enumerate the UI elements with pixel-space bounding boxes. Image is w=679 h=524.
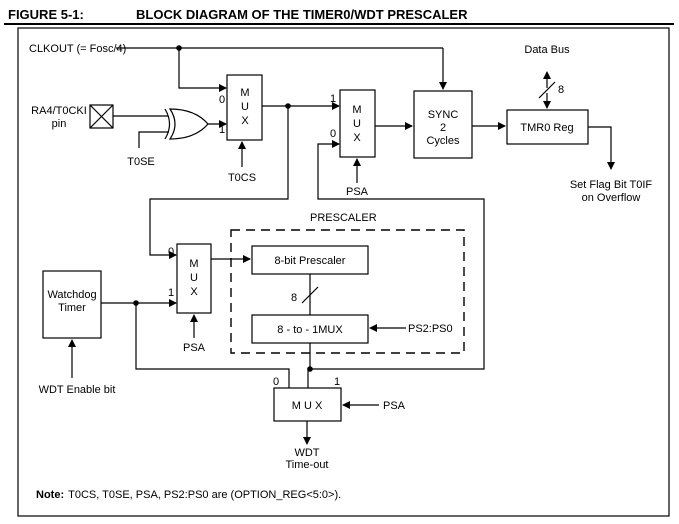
xor-gate [168, 108, 209, 140]
tmr0-label: TMR0 Reg [520, 122, 573, 134]
sync-label-line3: Cycles [426, 135, 460, 147]
wdt-timeout-label-line2: Time-out [286, 459, 329, 471]
mux2-letter-m: M [352, 104, 361, 116]
clkout-label: CLKOUT (= Fosc/4) [29, 43, 126, 55]
note-label: Note: [36, 489, 64, 501]
set-flag-label-line2: on Overflow [582, 192, 641, 204]
watchdog-label-line2: Timer [58, 302, 86, 314]
prescaler-8bit-block [251, 245, 369, 275]
data-bus-width-label: 8 [558, 84, 564, 96]
note-text: Note: T0CS, T0SE, PSA, PS2:PS0 are (OPTIO… [36, 489, 341, 501]
sync-block [413, 90, 473, 159]
mux2-input0-label: 0 [330, 128, 336, 140]
sync-label-line1: SYNC [428, 109, 459, 121]
watchdog-timer-block [42, 270, 102, 339]
mux4-input0-label: 0 [273, 376, 279, 388]
mux2-block [339, 89, 376, 158]
mux3-input0-label: 0 [168, 246, 174, 258]
mux4-label: M U X [292, 400, 323, 412]
psa-bottom-label: PSA [383, 400, 406, 412]
note-body: T0CS, T0SE, PSA, PS2:PS0 are (OPTION_REG… [68, 489, 341, 501]
watchdog-label-line1: Watchdog [47, 289, 96, 301]
t0cs-label: T0CS [228, 172, 256, 184]
mux3-letter-m: M [189, 258, 198, 270]
mux1-letter-x: X [241, 115, 249, 127]
mux2-input1-label: 1 [330, 93, 336, 105]
mux1-to-mux3-wire [149, 106, 289, 259]
mux1-input1-label: 1 [219, 124, 225, 136]
tmr0-overflow-wire [588, 126, 615, 170]
sync-label-line2: 2 [440, 122, 446, 134]
mux2-letter-u: U [353, 118, 361, 130]
pin-x-stroke-2 [89, 104, 114, 129]
psa-top-label: PSA [346, 186, 369, 198]
xor-back-curve [164, 108, 171, 140]
wdt-enable-label: WDT Enable bit [39, 384, 116, 396]
t0se-wire [138, 131, 169, 148]
prescaler-region [230, 229, 465, 354]
pin-label-line1: RA4/T0CKI [31, 105, 87, 117]
t0se-label: T0SE [127, 156, 155, 168]
mux1-input0-label: 0 [219, 94, 225, 106]
mux1-letter-u: U [241, 101, 249, 113]
mux3-block [176, 243, 212, 314]
prescaler-title: PRESCALER [310, 212, 377, 224]
figure-header: FIGURE 5-1: BLOCK DIAGRAM OF THE TIMER0/… [4, 3, 676, 25]
prescaler-bus-width-slash [301, 286, 319, 304]
data-bus-label: Data Bus [524, 44, 570, 56]
mux1-block [226, 74, 263, 141]
prescaler-bus-width-label: 8 [291, 292, 297, 304]
data-bus-width-slash [538, 81, 556, 99]
mux3-letter-x: X [190, 286, 198, 298]
mux3-input1-label: 1 [168, 287, 174, 299]
wdt-timeout-label-line1: WDT [294, 447, 319, 459]
mux4-input1-label: 1 [334, 376, 340, 388]
set-flag-label-line1: Set Flag Bit T0IF [570, 179, 653, 191]
mux2-letter-x: X [353, 132, 361, 144]
mux1-letter-m: M [240, 87, 249, 99]
pin-label-line2: pin [52, 118, 67, 130]
psa-mid-label: PSA [183, 342, 206, 354]
prescaler-8bit-label: 8-bit Prescaler [275, 255, 346, 267]
diagram-frame [17, 27, 670, 517]
mux3-letter-u: U [190, 272, 198, 284]
figure-title: BLOCK DIAGRAM OF THE TIMER0/WDT PRESCALE… [136, 7, 468, 22]
mux-8to1-label: 8 - to - 1MUX [277, 324, 343, 336]
header-rule [4, 23, 674, 25]
ps-select-label: PS2:PS0 [408, 323, 453, 335]
mux-8to1-output-junction-dot [307, 366, 313, 372]
clkout-to-mux1-wire [178, 48, 227, 92]
figure-number: FIGURE 5-1: [8, 7, 84, 22]
mux-8to1-block [251, 314, 369, 344]
wdt-to-mux4-wire [135, 303, 290, 388]
